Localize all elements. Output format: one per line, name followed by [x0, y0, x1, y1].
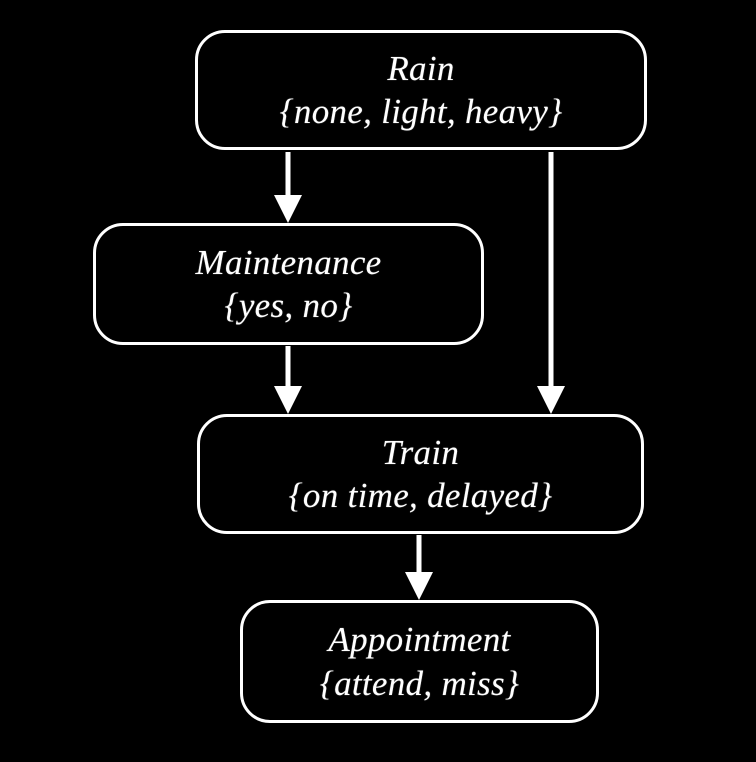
node-appointment-title: Appointment: [328, 620, 511, 660]
edge-rain-to-train: [537, 152, 565, 414]
node-maintenance-title: Maintenance: [195, 242, 382, 282]
node-train-states: {on time, delayed}: [288, 476, 553, 515]
edge-train-to-appointment: [405, 535, 433, 600]
edge-rain-to-maintenance: [274, 152, 302, 223]
edge-maintenance-to-train: [274, 346, 302, 414]
node-appointment[interactable]: Appointment {attend, miss}: [240, 600, 599, 723]
node-rain-title: Rain: [387, 48, 455, 88]
node-appointment-states: {attend, miss}: [319, 663, 520, 703]
node-maintenance[interactable]: Maintenance {yes, no}: [93, 223, 484, 345]
node-train[interactable]: Train {on time, delayed}: [197, 414, 644, 534]
node-maintenance-states: {yes, no}: [224, 286, 353, 325]
node-train-title: Train: [381, 432, 460, 472]
node-rain-states: {none, light, heavy}: [279, 92, 563, 131]
node-rain[interactable]: Rain {none, light, heavy}: [195, 30, 647, 150]
